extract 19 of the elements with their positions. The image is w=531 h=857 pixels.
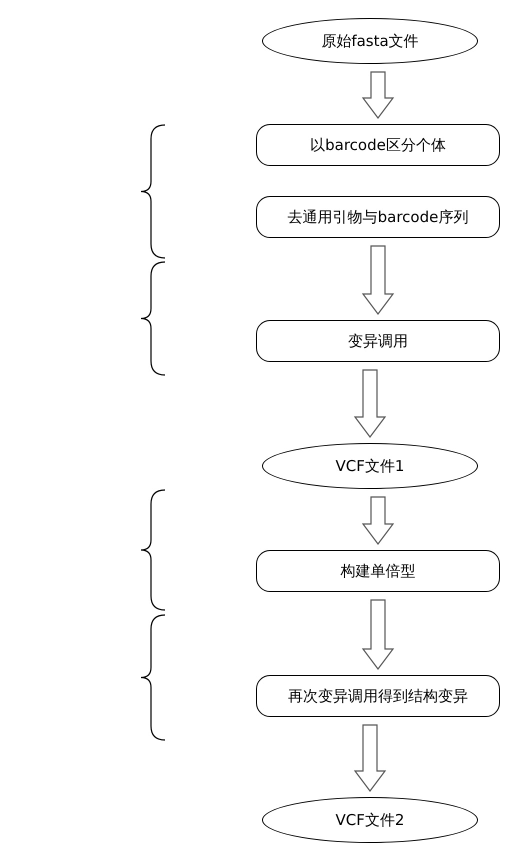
node-label: 变异调用 [348,332,408,350]
node-label: 构建单倍型 [340,562,416,580]
node-label: 以barcode区分个体 [310,136,446,154]
hollow-arrow [362,496,394,545]
process-box [256,196,500,238]
hollow-arrow [354,369,386,438]
node-label: 原始fasta文件 [321,32,419,50]
node-label: 去通用引物与barcode序列 [288,208,468,226]
node-label: VCF文件1 [336,456,404,476]
hollow-arrow [362,71,394,119]
process-box [256,675,500,717]
process-box [256,550,500,592]
hollow-arrow [362,599,394,670]
node-label: 再次变异调用得到结构变异 [288,686,468,706]
node-label: VCF文件2 [336,810,404,830]
process-box [256,124,500,166]
process-box [256,320,500,362]
hollow-arrow [362,245,394,315]
hollow-arrow [354,724,386,792]
